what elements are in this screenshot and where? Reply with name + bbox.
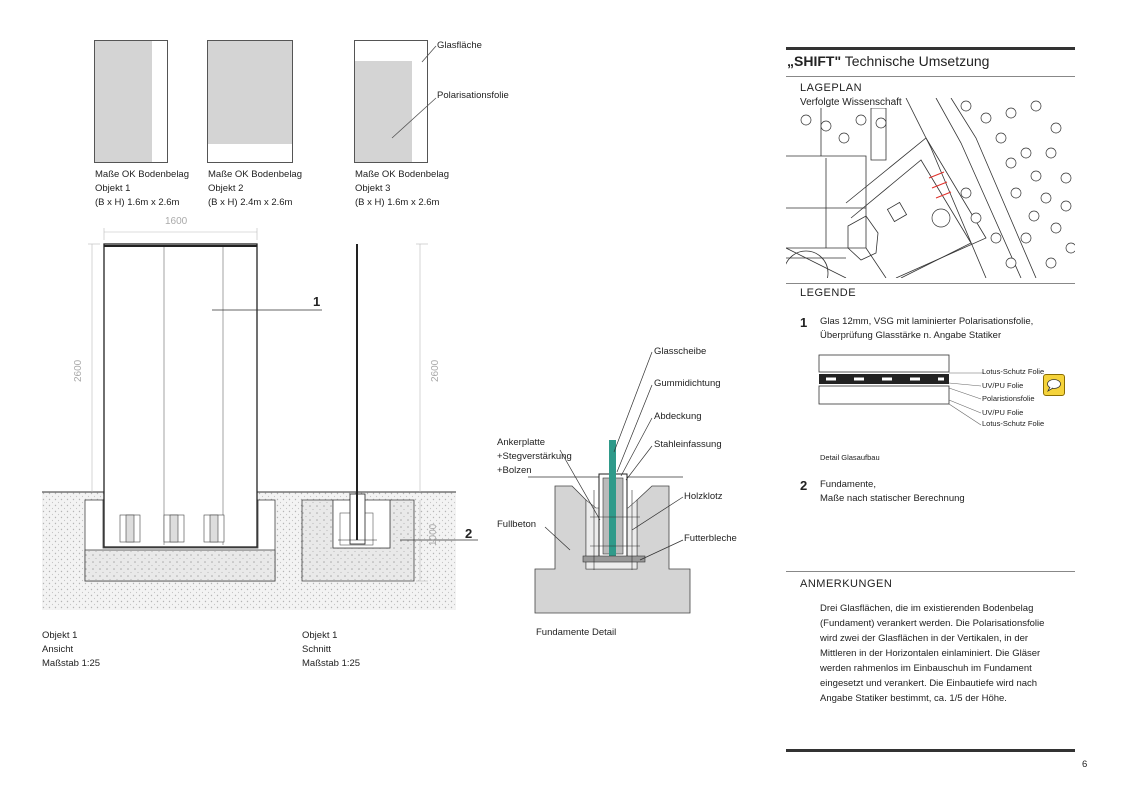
- panel-3-line-3: (B x H) 1.6m x 2.6m: [355, 197, 440, 208]
- dim-height-left: 2600: [73, 359, 84, 382]
- layer-4: UV/PU Folie: [982, 408, 1024, 417]
- panel-1-line-2: Objekt 1: [95, 183, 131, 194]
- notes-divider: [786, 571, 1075, 572]
- dim-height-right: 2600: [430, 359, 441, 382]
- label-abdeckung: Abdeckung: [654, 411, 702, 422]
- caption-ansicht-3: Maßstab 1:25: [42, 658, 101, 669]
- sidebar-title-rest: Technische Umsetzung: [841, 53, 990, 69]
- caption-ansicht-2: Ansicht: [42, 644, 74, 655]
- label-fullbeton: Fullbeton: [497, 519, 537, 530]
- technical-drawing: [42, 228, 691, 614]
- notes-line-4: Mittleren in der Horizontalen einlaminie…: [820, 648, 1041, 659]
- layer-1: Lotus-Schutz Folie: [982, 367, 1045, 376]
- dim-depth: 1000: [428, 523, 439, 546]
- sidebar-bottom-rule: [786, 749, 1075, 752]
- label-polarisationsfolie: Polarisationsfolie: [437, 90, 509, 101]
- label-glasflaeche: Glasfläche: [437, 40, 482, 51]
- caption-detail: Fundamente Detail: [536, 627, 617, 638]
- title-divider: [786, 76, 1075, 77]
- caption-schnitt-1: Objekt 1: [302, 630, 338, 641]
- notes-line-6: eingesetzt und verankert. Die Einbautief…: [820, 678, 1038, 689]
- caption-schnitt: Objekt 1 Schnitt Maßstab 1:25: [302, 629, 360, 671]
- panel-3-line-1: Maße OK Bodenbelag: [355, 169, 450, 180]
- legend-1-text: Glas 12mm, VSG mit laminierter Polarisat…: [820, 315, 1033, 343]
- sidebar-top-rule: [786, 47, 1075, 50]
- sidebar-title-bold: „SHIFT": [787, 53, 842, 69]
- lageplan-subtitle: Verfolgte Wissenschaft: [800, 97, 905, 108]
- legend-1-line-1: Glas 12mm, VSG mit laminierter Polarisat…: [820, 316, 1034, 327]
- panel-1-line-1: Maße OK Bodenbelag: [95, 169, 190, 180]
- caption-ansicht-1: Objekt 1: [42, 630, 78, 641]
- label-ankerplatte-1: Ankerplatte: [497, 437, 546, 448]
- notes-line-7: Angabe Statiker bestimmt, ca. 1/5 der Hö…: [820, 693, 1007, 704]
- marker-1: 1: [313, 294, 321, 309]
- comment-icon[interactable]: [1043, 374, 1065, 396]
- panel-2-line-2: Objekt 2: [208, 183, 244, 194]
- legend-1-line-2: Überprüfung Glasstärke n. Angabe Statike…: [820, 330, 1002, 341]
- caption-schnitt-3: Maßstab 1:25: [302, 658, 361, 669]
- label-holzklotz: Holzklotz: [684, 491, 723, 502]
- notes-text: Drei Glasflächen, die im existierenden B…: [820, 601, 1044, 706]
- legend-2-number: 2: [800, 478, 808, 493]
- notes-line-5: werden rahmenlos im Einbauschuh im Funda…: [820, 663, 1032, 674]
- dim-width: 1600: [165, 216, 188, 227]
- speech-bubble-icon: [1047, 379, 1061, 393]
- anmerkungen-heading: ANMERKUNGEN: [800, 578, 893, 590]
- label-stahleinfassung: Stahleinfassung: [654, 439, 722, 450]
- detail-glasaufbau-caption: Detail Glasaufbau: [820, 453, 880, 462]
- panel-2-line-1: Maße OK Bodenbelag: [208, 169, 303, 180]
- legende-heading: LEGENDE: [800, 287, 857, 299]
- site-plan-map: [786, 98, 1075, 278]
- legend-2-line-1: Fundamente,: [820, 479, 876, 490]
- marker-2: 2: [465, 526, 473, 541]
- label-ankerplatte-3: +Bolzen: [497, 465, 532, 476]
- label-gummidichtung: Gummidichtung: [654, 378, 721, 389]
- notes-line-1: Drei Glasflächen, die im existierenden B…: [820, 603, 1034, 614]
- legend-2-text: Fundamente, Maße nach statischer Berechn…: [820, 478, 965, 506]
- lageplan-heading: LAGEPLAN: [800, 82, 863, 94]
- caption-schnitt-2: Schnitt: [302, 644, 332, 655]
- label-ankerplatte: Ankerplatte +Stegverstärkung +Bolzen: [497, 436, 572, 478]
- label-glasscheibe: Glasscheibe: [654, 346, 707, 357]
- layer-5: Lotus-Schutz Folie: [982, 419, 1045, 428]
- page-number: 6: [1082, 759, 1088, 770]
- caption-ansicht: Objekt 1 Ansicht Maßstab 1:25: [42, 629, 100, 671]
- panel-3-line-2: Objekt 3: [355, 183, 391, 194]
- map-divider: [786, 283, 1075, 284]
- layer-3: Polaristionsfolie: [982, 394, 1035, 403]
- panel-2-line-3: (B x H) 2.4m x 2.6m: [208, 197, 293, 208]
- label-futterbleche: Futterbleche: [684, 533, 737, 544]
- layer-2: UV/PU Folie: [982, 381, 1024, 390]
- glass-layers-diagram: [818, 354, 984, 426]
- legend-1-number: 1: [800, 315, 808, 330]
- notes-line-2: (Fundament) verankert werden. Die Polari…: [820, 618, 1045, 629]
- label-ankerplatte-2: +Stegverstärkung: [497, 451, 572, 462]
- panel-3-leader-lines: [391, 45, 437, 139]
- notes-line-3: wird zwei der Glasflächen in der Vertika…: [820, 633, 1029, 644]
- sidebar-title: „SHIFT" Technische Umsetzung: [787, 53, 989, 69]
- panel-1-line-3: (B x H) 1.6m x 2.6m: [95, 197, 180, 208]
- legend-2-line-2: Maße nach statischer Berechnung: [820, 493, 965, 504]
